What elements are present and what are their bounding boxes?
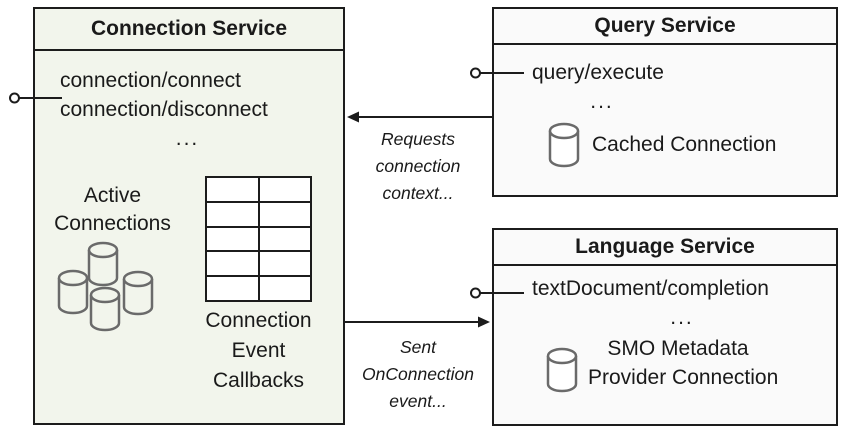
connection-service-endpoints: connection/connect connection/disconnect…	[60, 66, 315, 153]
callbacks-table	[205, 176, 312, 302]
query-service-title: Query Service	[494, 9, 836, 45]
connection-service-box: Connection Service connection/connect co…	[33, 7, 345, 425]
query-service-box: Query Service query/execute ... Cached C…	[492, 7, 838, 197]
endpoints-ellipsis: ...	[175, 127, 200, 150]
callbacks-table-cell	[259, 178, 310, 201]
connection-service-lollipop-icon	[9, 92, 62, 104]
callbacks-table-cell	[207, 227, 258, 251]
callbacks-table-cell	[207, 277, 258, 300]
cached-connection-label: Cached Connection	[592, 133, 777, 156]
language-service-title: Language Service	[494, 230, 836, 266]
endpoint-connection-connect: connection/connect	[60, 69, 241, 92]
callbacks-table-cell	[259, 252, 310, 276]
active-connections-label: Active Connections	[54, 184, 171, 235]
callbacks-table-cell	[259, 277, 310, 300]
callbacks-table-cell	[207, 202, 258, 226]
callbacks-table-cell	[259, 202, 310, 226]
endpoint-connection-disconnect: connection/disconnect	[60, 98, 268, 121]
endpoints-ellipsis: ...	[590, 90, 614, 113]
language-service-endpoints: textDocument/completion ...	[532, 274, 832, 332]
connection-service-title: Connection Service	[35, 9, 343, 51]
callbacks-table-cell	[207, 252, 258, 276]
requests-connection-label: Requests connection context...	[375, 129, 461, 203]
cached-connection-cylinder-icon	[548, 122, 580, 168]
sent-onconnection-label: Sent OnConnection event...	[362, 337, 474, 411]
active-connections-cylinders-icon	[57, 241, 154, 332]
query-service-lollipop-icon	[470, 67, 524, 79]
endpoints-ellipsis: ...	[670, 306, 694, 329]
callbacks-table-cell	[207, 178, 258, 201]
query-service-endpoints: query/execute ...	[532, 58, 672, 116]
requests-connection-arrow-icon	[347, 111, 493, 123]
callbacks-table-cell	[259, 227, 310, 251]
endpoint-query-execute: query/execute	[532, 61, 664, 84]
language-service-lollipop-icon	[470, 287, 524, 299]
language-service-box: Language Service textDocument/completion…	[492, 228, 838, 426]
connection-event-callbacks-label: Connection Event Callbacks	[205, 309, 312, 392]
smo-metadata-provider-label: SMO Metadata Provider Connection	[588, 337, 779, 389]
sent-onconnection-arrow-icon	[344, 316, 490, 328]
smo-metadata-cylinder-icon	[546, 347, 578, 393]
endpoint-textdocument-completion: textDocument/completion	[532, 277, 769, 300]
